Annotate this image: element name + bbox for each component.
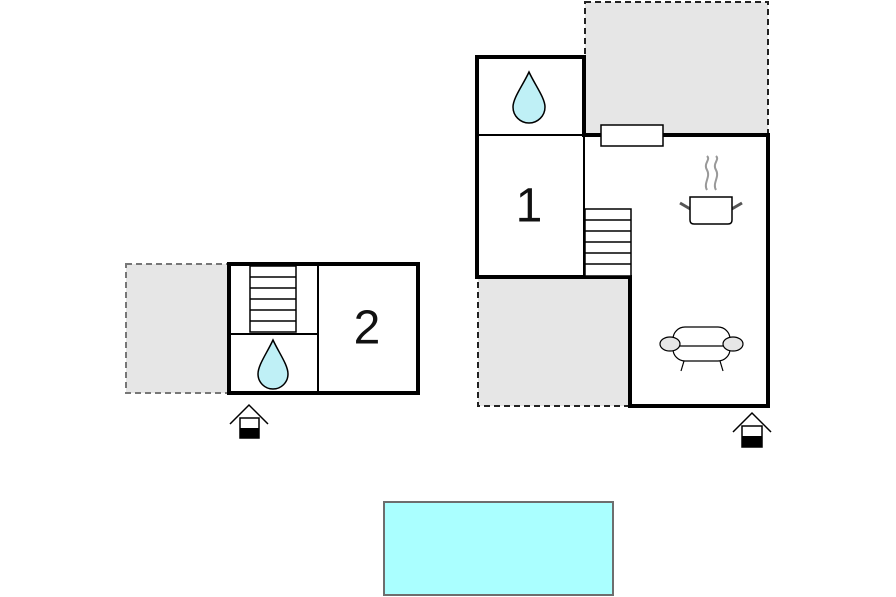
stairs-icon (249, 265, 297, 333)
building-2: 2 (227, 262, 420, 395)
window-icon (600, 124, 664, 147)
water-drop-icon (257, 338, 289, 390)
water-drop-icon (512, 70, 546, 124)
terrace-top-right (584, 1, 769, 136)
sofa-icon (659, 326, 744, 372)
entrance-house-icon (732, 411, 772, 448)
cooking-pot-icon (679, 155, 743, 225)
terrace-bottom (477, 277, 631, 407)
entrance-house-icon (229, 403, 269, 439)
building-1: 1 (475, 55, 770, 408)
room-number-1: 1 (516, 180, 543, 233)
stairs-icon (584, 208, 632, 277)
swimming-pool (383, 501, 614, 596)
terrace-left (125, 263, 230, 394)
room-number-2: 2 (354, 302, 381, 355)
